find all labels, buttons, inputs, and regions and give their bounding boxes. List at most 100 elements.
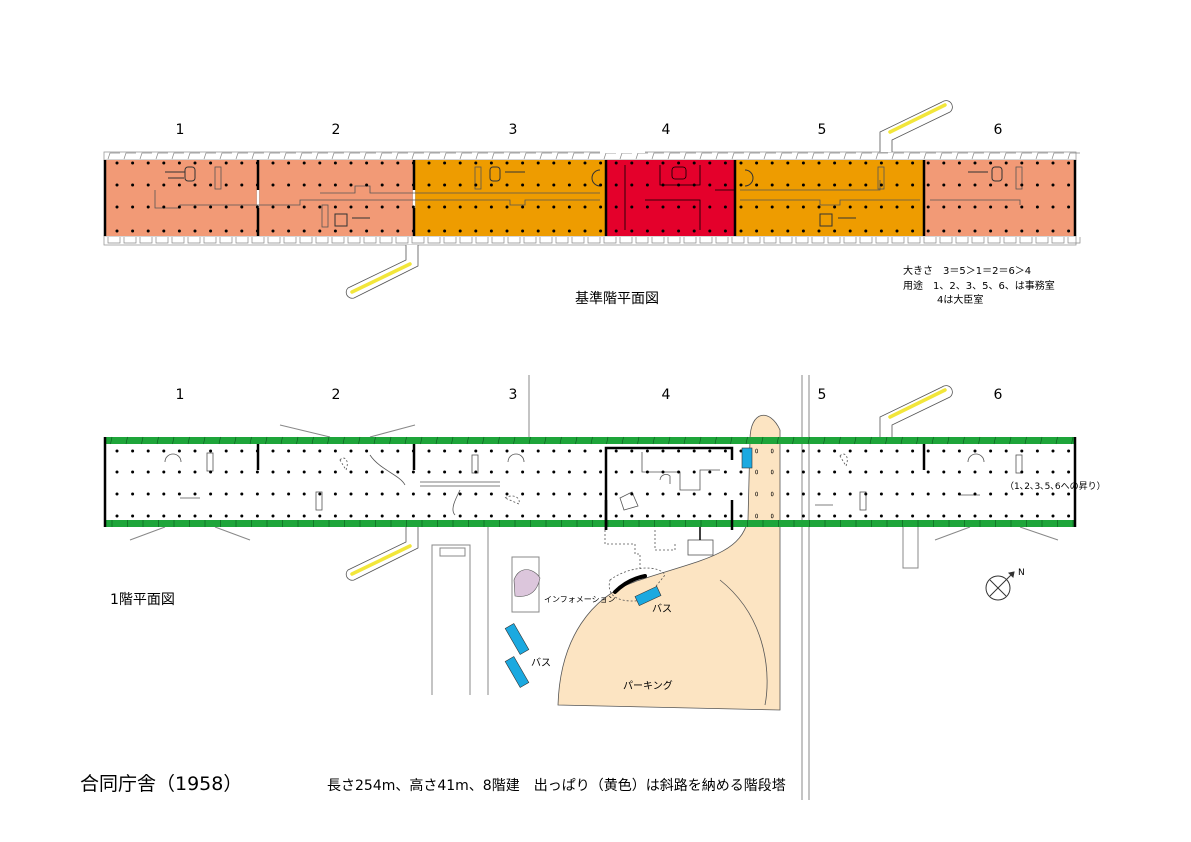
column-dot bbox=[505, 161, 509, 165]
balcony-mark bbox=[971, 152, 984, 160]
column-dot bbox=[848, 470, 852, 474]
column-dot bbox=[162, 161, 166, 165]
column-dot bbox=[443, 514, 447, 518]
column-dot bbox=[926, 449, 930, 453]
column-dot bbox=[848, 449, 852, 453]
balcony-mark bbox=[283, 152, 296, 160]
column-dot bbox=[630, 492, 634, 496]
column-dot bbox=[1067, 514, 1071, 518]
column-dot bbox=[224, 492, 228, 496]
column-dot bbox=[318, 470, 322, 474]
balcony-mark bbox=[155, 152, 168, 160]
column-dot bbox=[474, 183, 478, 187]
band-tick bbox=[280, 436, 283, 445]
band-tick bbox=[1024, 436, 1027, 445]
balcony-mark bbox=[987, 152, 1000, 160]
standard-floor-plan bbox=[103, 100, 1081, 299]
band-tick bbox=[342, 436, 345, 445]
column-dot bbox=[552, 205, 556, 209]
column-dot bbox=[240, 470, 244, 474]
bus-icon bbox=[504, 623, 530, 655]
column-dot bbox=[567, 470, 571, 474]
balcony-mark bbox=[827, 237, 841, 244]
column-dot bbox=[973, 161, 977, 165]
column-dot bbox=[365, 229, 369, 233]
column-dot bbox=[895, 205, 899, 209]
column-dot bbox=[271, 229, 275, 233]
column-dot bbox=[645, 492, 649, 496]
column-dot bbox=[505, 229, 509, 233]
standard-floor-title: 基準階平面図 bbox=[575, 290, 659, 307]
column-dot bbox=[879, 161, 883, 165]
column-dot bbox=[240, 183, 244, 187]
column-dot bbox=[193, 229, 197, 233]
column-dot bbox=[1004, 205, 1008, 209]
column-dot bbox=[193, 514, 197, 518]
balcony-mark bbox=[507, 237, 521, 244]
balcony-mark bbox=[331, 152, 344, 160]
balcony-mark bbox=[299, 152, 312, 160]
pilotis-grid bbox=[115, 448, 1071, 519]
column-dot bbox=[583, 229, 587, 233]
column-dot bbox=[801, 183, 805, 187]
column-dot bbox=[536, 229, 540, 233]
column-dot bbox=[583, 449, 587, 453]
column-dot bbox=[411, 205, 415, 209]
balcony-mark bbox=[875, 237, 889, 244]
column-dot bbox=[614, 205, 618, 209]
column-dot bbox=[583, 161, 587, 165]
column-dot bbox=[443, 470, 447, 474]
balcony-mark bbox=[1003, 237, 1017, 244]
column-dot bbox=[489, 470, 493, 474]
balcony-mark bbox=[619, 152, 632, 160]
column-dot bbox=[957, 470, 961, 474]
column-dot bbox=[474, 229, 478, 233]
section-number: 3 bbox=[509, 387, 518, 403]
column-dot bbox=[349, 183, 353, 187]
column-dot bbox=[365, 449, 369, 453]
column-dot bbox=[942, 205, 946, 209]
balcony-mark bbox=[667, 152, 680, 160]
column-dot bbox=[801, 161, 805, 165]
column-dot bbox=[380, 205, 384, 209]
column-dot bbox=[1051, 514, 1055, 518]
column-dot bbox=[505, 449, 509, 453]
balcony-mark bbox=[587, 237, 601, 244]
column-dot bbox=[645, 449, 649, 453]
column-dot bbox=[349, 492, 353, 496]
column-dot bbox=[146, 183, 150, 187]
column-dot bbox=[599, 229, 603, 233]
column-dot bbox=[1004, 492, 1008, 496]
column-dot bbox=[505, 205, 509, 209]
ascent-note: （1､2､3､5､6への昇り） bbox=[1005, 481, 1106, 492]
balcony-mark bbox=[811, 237, 825, 244]
column-dot bbox=[131, 229, 135, 233]
balcony-mark bbox=[379, 152, 392, 160]
column-dot bbox=[677, 229, 681, 233]
column-dot bbox=[458, 205, 462, 209]
column-dot bbox=[957, 449, 961, 453]
column-dot bbox=[193, 161, 197, 165]
balcony-mark bbox=[891, 237, 905, 244]
column-dot bbox=[271, 470, 275, 474]
column-dot bbox=[599, 205, 603, 209]
column-dot bbox=[443, 205, 447, 209]
column-dot bbox=[864, 161, 868, 165]
balcony-mark bbox=[155, 237, 169, 244]
band-tick bbox=[218, 436, 221, 445]
balcony-mark bbox=[459, 237, 473, 244]
column-dot bbox=[1051, 229, 1055, 233]
column-dot bbox=[567, 205, 571, 209]
column-dot bbox=[723, 229, 727, 233]
column-dot bbox=[474, 470, 478, 474]
section-number: 2 bbox=[332, 122, 341, 138]
section-5 bbox=[735, 160, 924, 236]
balcony-mark bbox=[283, 237, 297, 244]
balcony-mark bbox=[267, 152, 280, 160]
balcony-mark bbox=[651, 237, 665, 244]
bus-label: バス bbox=[652, 603, 672, 615]
column-dot bbox=[630, 161, 634, 165]
balcony-mark bbox=[315, 237, 329, 244]
column-dot bbox=[458, 492, 462, 496]
balcony-mark bbox=[331, 237, 345, 244]
